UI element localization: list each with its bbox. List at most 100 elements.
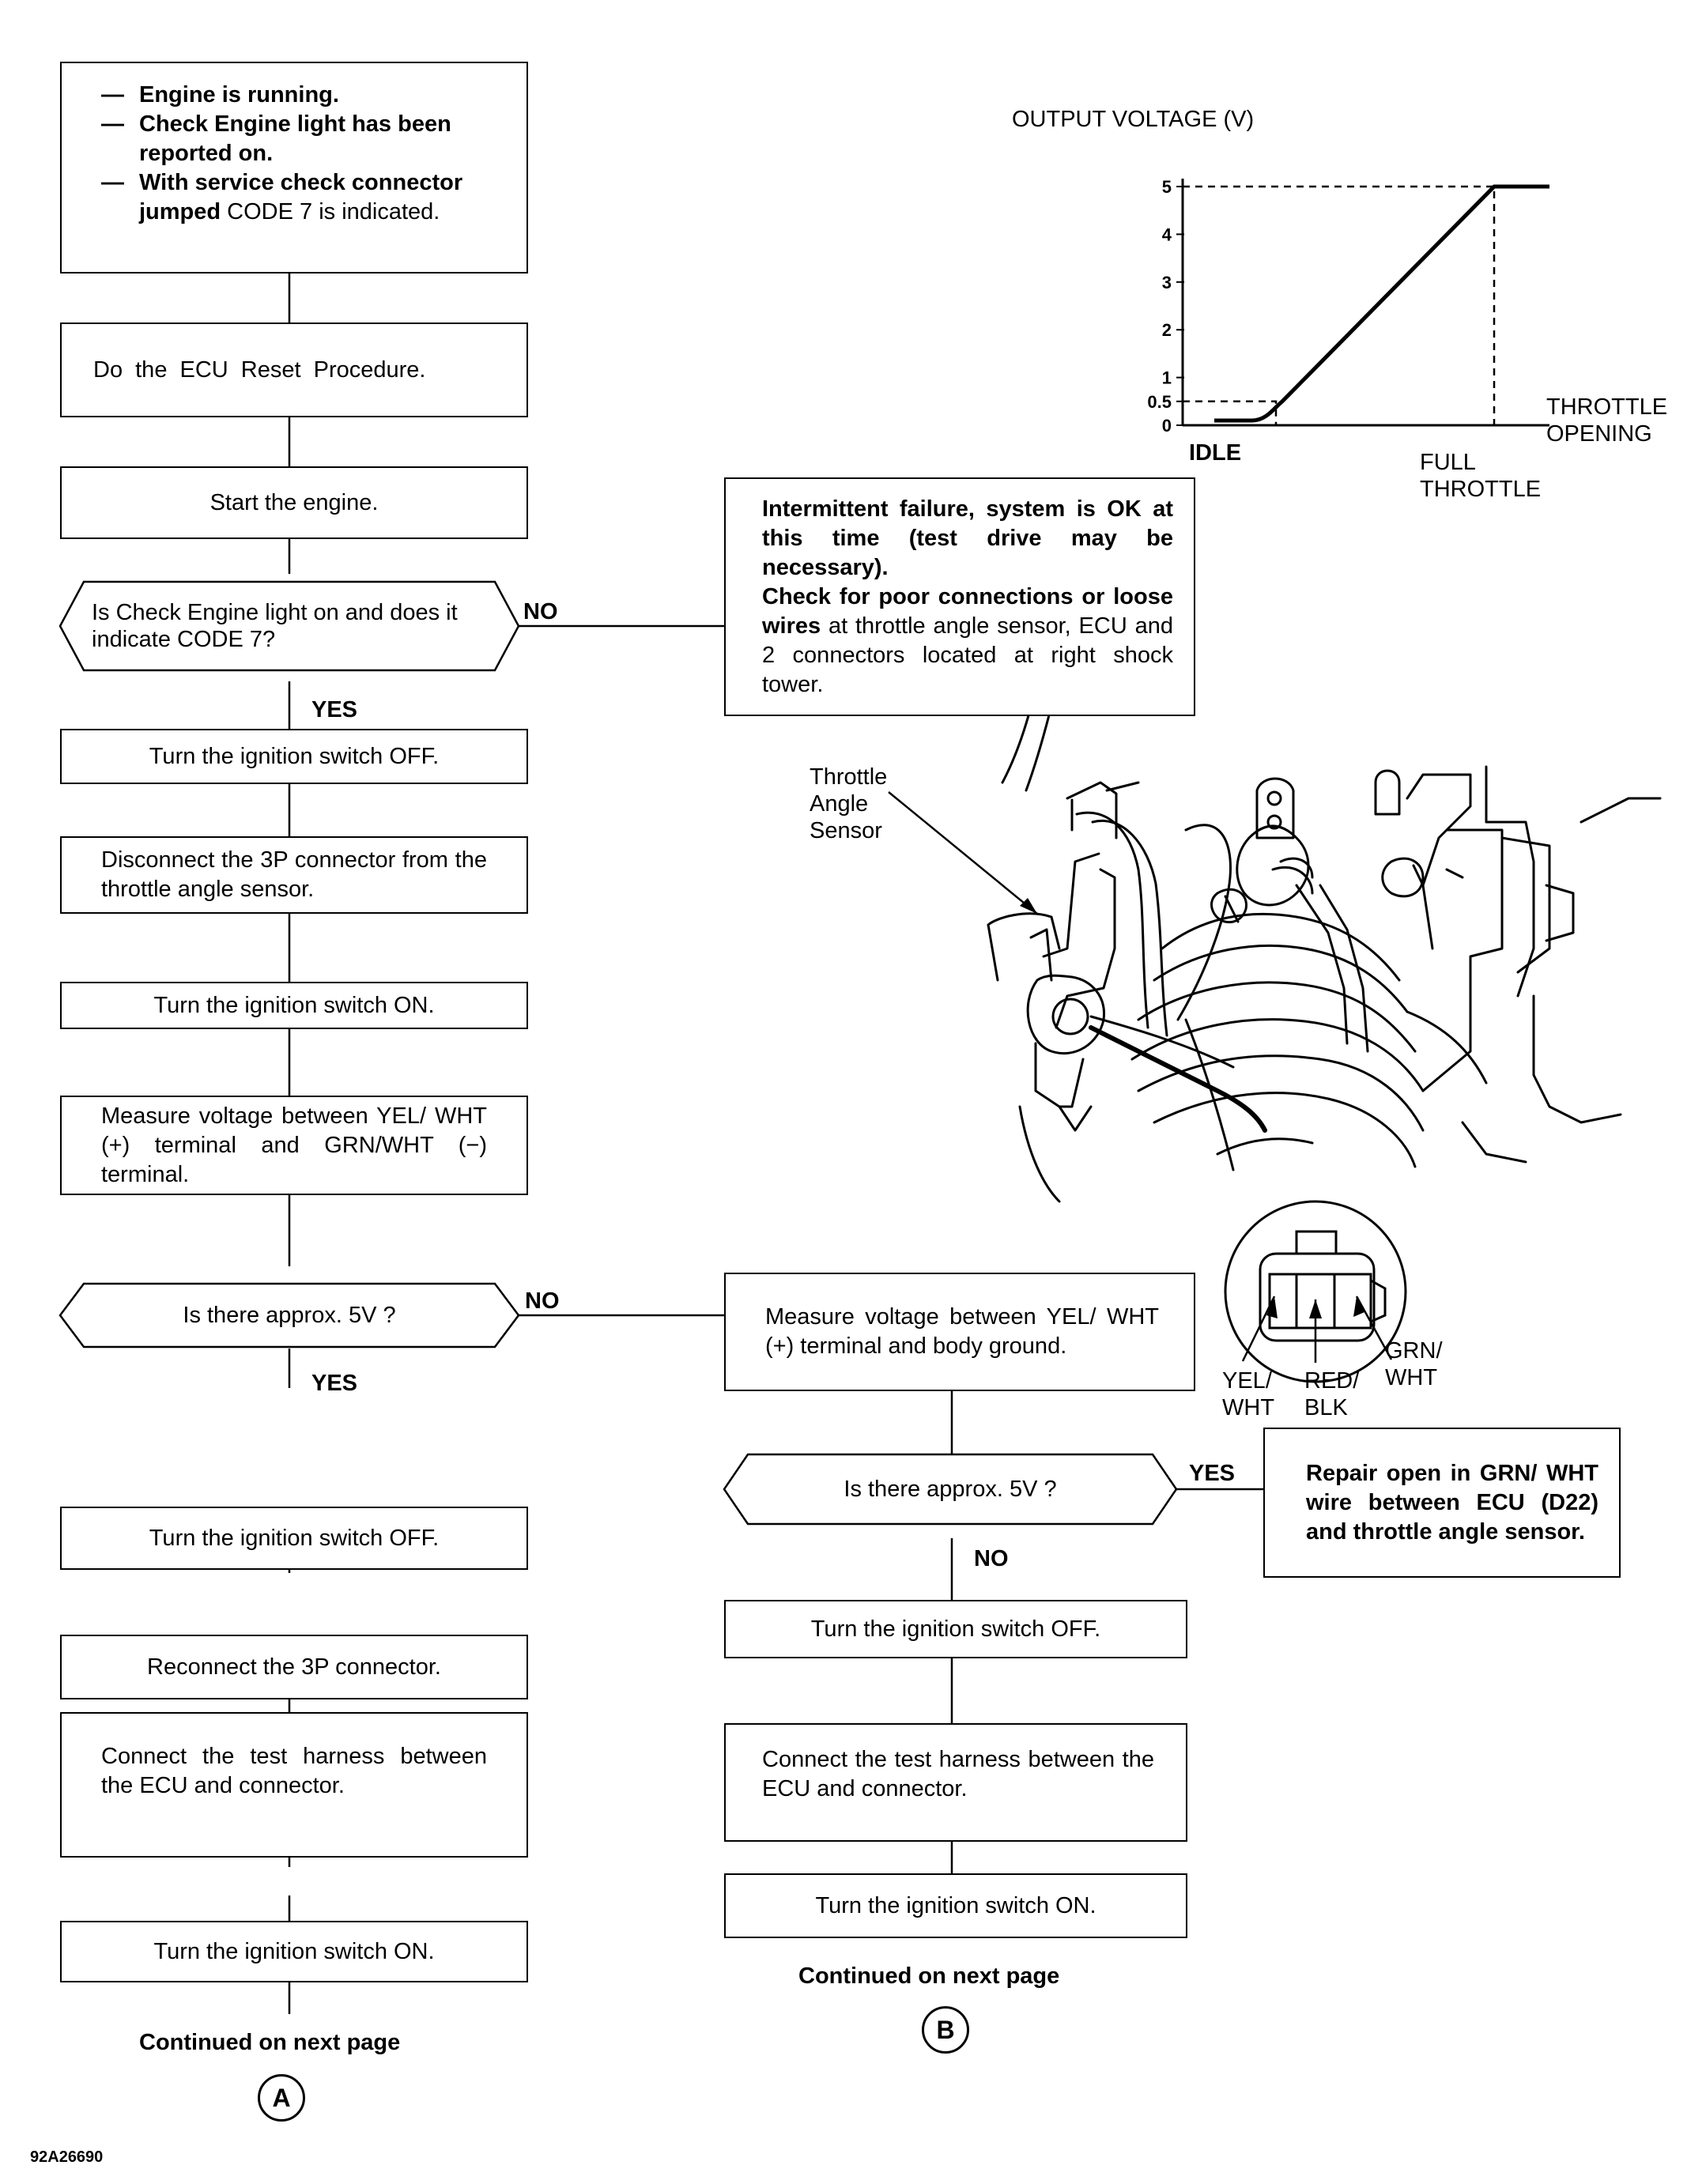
yes-label-5v-2: YES [1189, 1461, 1236, 1486]
chart-x-tick-idle: IDLE [1189, 440, 1242, 466]
step-ignition-on-3-text: Turn the ignition switch ON. [815, 1892, 1096, 1918]
chart-y-tick-label: 1 [1162, 368, 1172, 388]
no-label-5v-2: NO [974, 1546, 1009, 1571]
repair-text: Repair open in GRN/ WHT wire between ECU… [1306, 1460, 1598, 1545]
output-voltage-chart: 0 0.5 1 2 3 4 5 [1147, 177, 1549, 436]
step-ignition-off-1-text: Turn the ignition switch OFF. [149, 743, 440, 769]
step-measure-2-text: Measure voltage between YEL/ WHT (+) ter… [765, 1304, 1159, 1359]
connector-a-icon: A [258, 2074, 305, 2122]
decision-5v-1: Is there approx. 5V ? [84, 1287, 495, 1344]
sensor-label-line-3: Sensor [810, 818, 882, 843]
step-measure-1: Measure voltage between YEL/ WHT (+) ter… [60, 1096, 528, 1195]
pin-label-grn-wht: GRN/ WHT [1385, 1337, 1443, 1391]
full-throttle-line-1: FULL [1420, 450, 1476, 475]
start-item-2: Check Engine light has been reported on. [139, 111, 451, 166]
pin-label-yel-wht-2: WHT [1222, 1395, 1275, 1420]
decision-5v-2: Is there approx. 5V ? [748, 1458, 1153, 1521]
chart-y-tick-label: 0.5 [1147, 392, 1172, 412]
pin-label-red-blk: RED/ BLK [1304, 1367, 1359, 1421]
chart-y-tick-label: 3 [1162, 273, 1172, 292]
repair-box: Repair open in GRN/ WHT wire between ECU… [1263, 1428, 1621, 1578]
intermittent-bold-2: Check for poor connections or loose wire… [762, 583, 1173, 639]
step-test-harness-1: Connect the test harness between the ECU… [60, 1712, 528, 1858]
step-ignition-on-1: Turn the ignition switch ON. [60, 982, 528, 1029]
chart-xlabel-line-2: OPENING [1546, 421, 1652, 447]
full-throttle-line-2: THROTTLE [1420, 477, 1542, 502]
chart-idle-reference-line [1183, 400, 1278, 425]
yes-label-code7: YES [311, 697, 358, 722]
step-reconnect-text: Reconnect the 3P connector. [147, 1654, 441, 1680]
sensor-label-line-1: Throttle [810, 764, 888, 790]
intermittent-bold-1: Intermittent failure, system is OK at th… [762, 496, 1173, 580]
pin-label-grn-wht-1: GRN/ [1385, 1338, 1443, 1364]
chart-y-tick-label: 0 [1162, 416, 1172, 436]
pin-label-yel-wht: YEL/ WHT [1222, 1367, 1274, 1421]
throttle-angle-sensor-label: Throttle Angle Sensor [810, 764, 887, 844]
bullet-dash: — [101, 82, 124, 108]
decision-5v-1-text: Is there approx. 5V ? [183, 1303, 396, 1328]
pin-label-grn-wht-2: WHT [1385, 1365, 1438, 1390]
step-ignition-on-3: Turn the ignition switch ON. [724, 1873, 1187, 1938]
connector-detail [1224, 1200, 1407, 1383]
chart-y-tick-label: 4 [1162, 224, 1172, 244]
decision-5v-2-shape [723, 1453, 1178, 1526]
throttle-body-illustration [987, 528, 1662, 1203]
step-ignition-on-2-text: Turn the ignition switch ON. [153, 1938, 435, 1964]
chart-xlabel-line-1: THROTTLE [1546, 394, 1668, 420]
step-ignition-off-3-text: Turn the ignition switch OFF. [810, 1616, 1101, 1642]
start-conditions-box: — Engine is running. — Check Engine ligh… [60, 62, 528, 273]
chart-series-line [1214, 184, 1549, 423]
step-ignition-off-2: Turn the ignition switch OFF. [60, 1507, 528, 1570]
step-ecu-reset: Do the ECU Reset Procedure. [60, 323, 528, 417]
step-ignition-off-1: Turn the ignition switch OFF. [60, 729, 528, 784]
pin-label-red-blk-1: RED/ [1304, 1368, 1360, 1394]
step-disconnect: Disconnect the 3P connector from the thr… [60, 836, 528, 914]
chart-x-axis-label: THROTTLE OPENING [1546, 394, 1667, 447]
step-disconnect-text: Disconnect the 3P connector from the thr… [101, 847, 487, 902]
step-test-harness-2-text: Connect the test harness between the ECU… [762, 1747, 1154, 1801]
bullet-dash: — [101, 111, 124, 137]
chart-y-tick-label: 2 [1162, 320, 1172, 340]
pin-label-yel-wht-1: YEL/ [1222, 1368, 1272, 1394]
chart-x-tick-full-throttle: FULL THROTTLE [1420, 449, 1541, 503]
decision-code7-text: Is Check Engine light on and does it ind… [92, 600, 458, 652]
decision-5v-1-shape [59, 1282, 520, 1348]
step-test-harness-1-text: Connect the test harness between the ECU… [101, 1744, 487, 1798]
continued-left: Continued on next page [139, 2030, 401, 2055]
start-item-1: Engine is running. [139, 82, 339, 108]
chart-full-reference-line [1183, 185, 1496, 425]
step-ignition-off-3: Turn the ignition switch OFF. [724, 1600, 1187, 1658]
pin-label-red-blk-2: BLK [1304, 1395, 1348, 1420]
step-ignition-off-2-text: Turn the ignition switch OFF. [149, 1525, 440, 1551]
intermittent-box: Intermittent failure, system is OK at th… [724, 477, 1195, 716]
yes-label-5v-1: YES [311, 1371, 358, 1396]
chart-title: OUTPUT VOLTAGE (V) [1012, 107, 1255, 132]
step-ignition-on-2: Turn the ignition switch ON. [60, 1921, 528, 1982]
step-measure-1-text: Measure voltage between YEL/ WHT (+) ter… [101, 1103, 487, 1187]
connector-b-icon: B [922, 2006, 969, 2054]
step-measure-2: Measure voltage between YEL/ WHT (+) ter… [724, 1273, 1195, 1391]
start-item-3-bold: With service check connector jumped [139, 170, 463, 224]
continued-right: Continued on next page [798, 1963, 1060, 1989]
no-label-5v-1: NO [525, 1288, 560, 1314]
chart-y-tick-label: 5 [1162, 177, 1172, 197]
decision-code7-shape [59, 580, 520, 672]
step-test-harness-2: Connect the test harness between the ECU… [724, 1723, 1187, 1842]
intermittent-text: Intermittent failure, system is OK at th… [762, 495, 1173, 700]
start-item-3: With service check connector jumped CODE… [139, 168, 503, 227]
no-label-code7: NO [523, 599, 558, 624]
intermittent-normal-2: at throttle angle sensor, ECU and 2 conn… [762, 613, 1173, 697]
decision-5v-2-text: Is there approx. 5V ? [844, 1477, 1057, 1502]
decision-code7: Is Check Engine light on and does it ind… [84, 585, 495, 667]
step-ecu-reset-text: Do the ECU Reset Procedure. [93, 356, 426, 383]
step-ignition-on-1-text: Turn the ignition switch ON. [153, 992, 435, 1018]
step-start-engine-text: Start the engine. [209, 489, 379, 515]
sensor-label-line-2: Angle [810, 791, 869, 817]
step-reconnect: Reconnect the 3P connector. [60, 1635, 528, 1699]
step-start-engine: Start the engine. [60, 466, 528, 539]
start-item-3-normal: CODE 7 is indicated. [221, 199, 440, 224]
bullet-dash: — [101, 170, 124, 195]
figure-id: 92A26690 [30, 2148, 104, 2166]
